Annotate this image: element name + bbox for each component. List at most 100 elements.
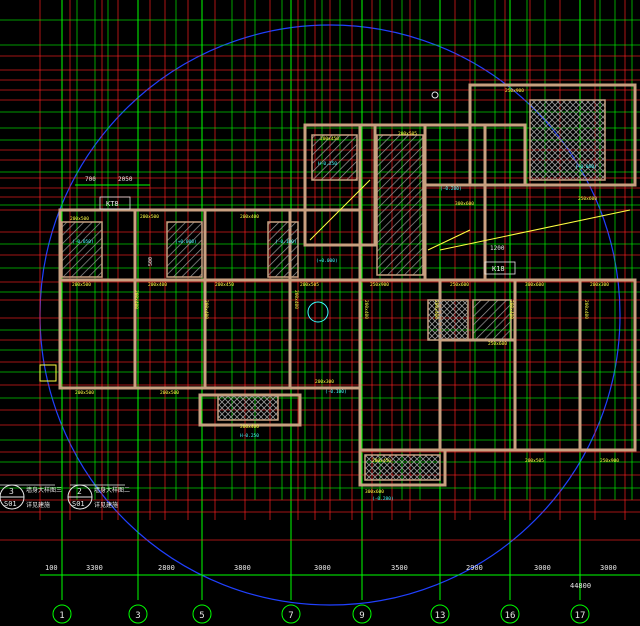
dimension-total: 44800 — [570, 582, 591, 590]
wall-outline — [483, 123, 527, 187]
axis-bubble — [281, 604, 301, 624]
axis-label: 7 — [288, 611, 293, 621]
wall-outline — [438, 338, 517, 452]
wall-outline — [468, 83, 637, 187]
beam-size-label: 200x400 — [240, 424, 259, 430]
section-mark-sheet: S01 — [72, 500, 85, 508]
elevation-label: (-0.100) — [275, 239, 297, 245]
dim-1200: 1200 — [490, 245, 505, 252]
beam-size-label: 200x500 — [140, 214, 159, 220]
axis-bubble — [128, 604, 148, 624]
kt8-label: KT8 — [106, 200, 119, 208]
dimension-span: 3300 — [86, 564, 103, 572]
beam-size-label: 250x600 — [488, 341, 507, 347]
point-marker — [431, 91, 439, 99]
beam-size-label: 200x500 — [75, 390, 94, 396]
beam-size-label: 200x505 — [398, 131, 417, 137]
dim-500: 500 — [148, 257, 154, 266]
elevation-label: (-0.280) — [372, 496, 394, 502]
elevation-label: H-0.250 — [318, 161, 337, 167]
beam-size-label: 200x450 — [372, 458, 391, 464]
beam-size-label: 250x900 — [370, 282, 389, 288]
k18-tag-box — [484, 261, 516, 275]
beam-size-label: 200x300 — [590, 282, 609, 288]
axis-bubble — [352, 604, 372, 624]
k18-label: K18 — [492, 265, 505, 273]
beam-diagonal — [427, 229, 471, 251]
vertical-beam-label: 200x400 — [583, 300, 589, 319]
section-mark-note: 详见建施 — [26, 501, 50, 509]
section-mark-number: 2 — [77, 487, 82, 496]
axis-bubble — [192, 604, 212, 624]
vertical-beam-label: 200x400 — [203, 300, 209, 319]
axis-label: 9 — [359, 611, 364, 621]
dimension-span: 3000 — [534, 564, 551, 572]
hatched-area — [376, 134, 424, 276]
beam-size-label: 250x900 — [505, 88, 524, 94]
beam-size-label: 200x505 — [525, 458, 544, 464]
beam-size-label: 200x500 — [70, 216, 89, 222]
vertical-beam-label: 200x400 — [133, 290, 139, 309]
beam-diagonal — [439, 209, 631, 251]
elevation-label: (-0.050) — [575, 164, 597, 170]
axis-label: 17 — [575, 611, 586, 621]
beam-size-label: 200x500 — [72, 282, 91, 288]
elevation-label: (+0.000) — [175, 239, 197, 245]
section-mark-title: 墙身大样图二 — [94, 486, 130, 494]
dimension-start: 100 — [45, 564, 58, 572]
beam-size-label: 300x600 — [365, 489, 384, 495]
wall-outline — [513, 278, 582, 452]
dimension-span: 3000 — [600, 564, 617, 572]
hatched-area — [267, 221, 299, 278]
axis-bubble — [430, 604, 450, 624]
elevation-label: (+0.000) — [316, 258, 338, 264]
section-mark-sheet: S01 — [4, 500, 17, 508]
beam-size-label: 300x600 — [455, 201, 474, 207]
elevation-label: H-0.250 — [240, 433, 259, 439]
dimension-span: 2800 — [158, 564, 175, 572]
elevation-label: (-0.100) — [325, 389, 347, 395]
axis-bubble — [52, 604, 72, 624]
vertical-beam-label: 200x400 — [433, 300, 439, 319]
dimension-span: 2900 — [466, 564, 483, 572]
hatched-area — [166, 221, 203, 278]
hatched-area — [217, 394, 279, 421]
wall-outline — [303, 123, 377, 247]
axis-bubble — [500, 604, 520, 624]
hatched-area — [427, 299, 469, 341]
axis-label: 3 — [135, 611, 140, 621]
wall-outline — [358, 448, 447, 487]
hatched-area — [364, 454, 441, 481]
kt8-dim-1: 700 — [85, 176, 96, 183]
vertical-beam-label: 200x400 — [508, 300, 514, 319]
wall-outline — [578, 278, 637, 452]
kt8-dim-2: 2050 — [118, 176, 133, 183]
beam-size-label: 200x505 — [300, 282, 319, 288]
axis-bubble — [570, 604, 590, 624]
elevation-label: (-0.280) — [440, 186, 462, 192]
beam-size-label: 250x600 — [578, 196, 597, 202]
hatched-area — [529, 99, 606, 181]
axis-label: 13 — [435, 611, 446, 621]
axis-label: 5 — [199, 611, 204, 621]
hatched-area — [472, 299, 512, 341]
hatched-area — [311, 134, 358, 181]
beam-size-label: 300x600 — [525, 282, 544, 288]
beam-size-label: 200x450 — [215, 282, 234, 288]
beam-size-label: 200x300 — [315, 379, 334, 385]
hatched-area — [61, 221, 103, 278]
kt8-tag-box — [99, 196, 131, 210]
stair-diagonal — [309, 179, 371, 241]
beam-size-label: 200x450 — [320, 136, 339, 142]
elevation-label: (-0.050) — [72, 239, 94, 245]
small-box — [39, 364, 57, 382]
dimension-span: 3000 — [314, 564, 331, 572]
section-mark-note: 详见建施 — [94, 501, 118, 509]
axis-label: 1 — [59, 611, 64, 621]
dimension-span: 3500 — [391, 564, 408, 572]
beam-size-label: 200x400 — [148, 282, 167, 288]
section-mark-title: 墙身大样图三 — [26, 486, 62, 494]
axis-label: 16 — [505, 611, 516, 621]
